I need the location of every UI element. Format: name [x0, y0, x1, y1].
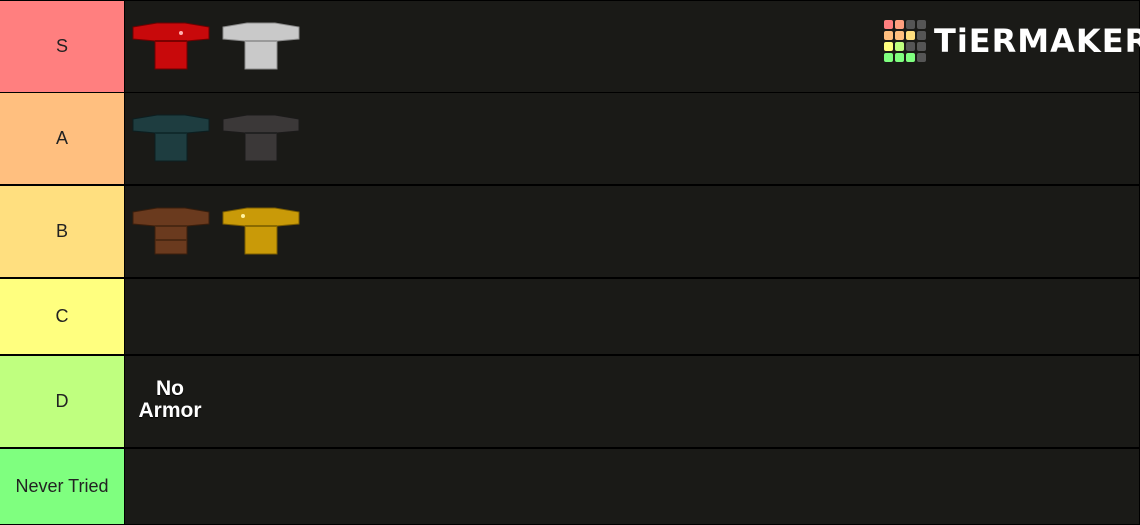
tier-label-b[interactable]: B	[0, 186, 124, 277]
tier-label-text: D	[55, 391, 69, 411]
tier-items-b[interactable]	[125, 186, 1139, 277]
tier-label-text: C	[55, 306, 69, 326]
dark-metal-armor-icon[interactable]	[219, 93, 303, 184]
tier-label-c[interactable]: C	[0, 279, 124, 354]
tier-label-text: S	[55, 36, 68, 56]
gold-armor-icon[interactable]	[219, 186, 303, 277]
tier-label-d[interactable]: D	[0, 356, 124, 447]
tier-label-text: Never Tried	[15, 476, 109, 496]
tier-label-text: A	[55, 128, 68, 148]
tier-row-c: C	[0, 279, 1140, 354]
tiermaker-logo: TiERMAKER	[884, 20, 1140, 62]
red-armor-icon[interactable]	[129, 1, 213, 92]
tier-items-a[interactable]	[125, 93, 1139, 184]
tier-row-a: A	[0, 93, 1140, 184]
teal-armor-icon[interactable]	[129, 93, 213, 184]
tier-items-s[interactable]	[125, 1, 1139, 92]
tier-items-never-tried[interactable]	[125, 449, 1139, 524]
logo-wordmark: TiERMAKER	[934, 22, 1140, 60]
tier-row-s: S	[0, 1, 1140, 92]
tier-label-text: B	[55, 221, 68, 241]
logo-grid-icon	[884, 20, 926, 62]
tier-items-c[interactable]	[125, 279, 1139, 354]
tier-row-never-tried: Never Tried	[0, 449, 1140, 524]
tier-row-b: B	[0, 186, 1140, 277]
wood-armor-icon[interactable]	[129, 186, 213, 277]
tier-label-a[interactable]: A	[0, 93, 124, 184]
silver-armor-icon[interactable]	[219, 1, 303, 92]
tier-label-s[interactable]: S	[0, 1, 124, 92]
tier-label-never-tried[interactable]: Never Tried	[0, 449, 124, 524]
